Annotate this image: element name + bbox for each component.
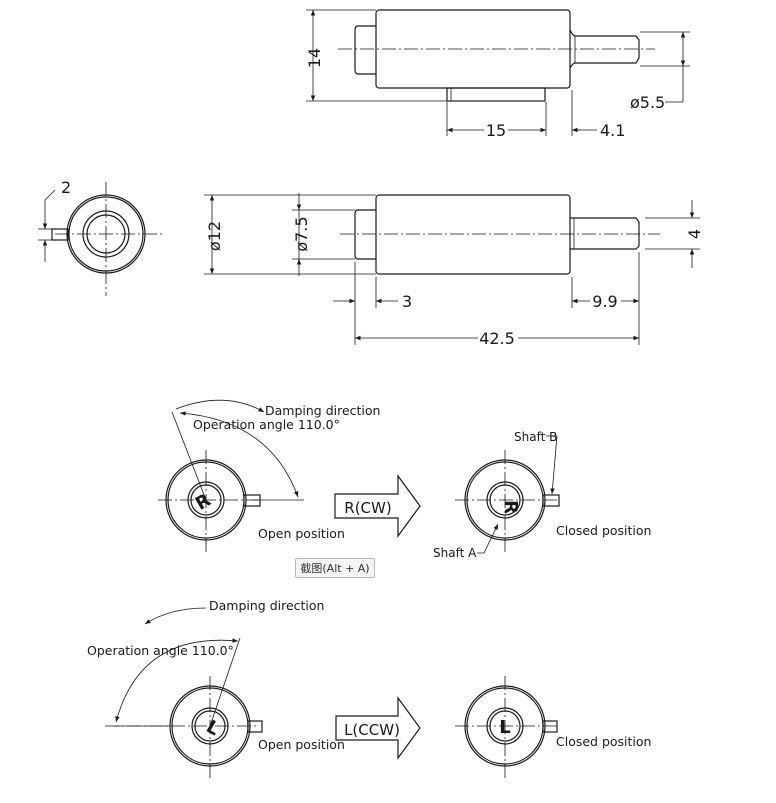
screenshot-tooltip[interactable]: 截图(Alt + A) (295, 558, 375, 578)
shaft-a-label: Shaft A (433, 546, 477, 560)
middle-side-view: ø12 ø7.5 4 3 9.9 42.5 (204, 193, 704, 348)
shaft-b-label: Shaft B (514, 430, 557, 444)
dim-15-label: 15 (486, 121, 506, 140)
dim-12-label: ø12 (205, 221, 224, 251)
lccw-angle-label: Operation angle 110.0° (87, 643, 234, 658)
rcw-open-position-label: Open position (258, 526, 345, 541)
lccw-closed-letter: L (499, 717, 510, 738)
dim-42-5-label: 42.5 (479, 329, 515, 348)
lccw-open-position-label: Open position (258, 737, 345, 752)
dim-7-5-label: ø7.5 (292, 216, 311, 251)
end-view: 2 (38, 178, 162, 296)
dim-5-5-label: ø5.5 (630, 93, 665, 112)
lccw-open-view: L Damping direction Operation angle 110.… (87, 598, 345, 778)
dim-4-1-label: 4.1 (600, 121, 625, 140)
rcw-open-view: R Damping direction Operation angle 110.… (158, 399, 380, 552)
rcw-arrow-label: R(CW) (344, 499, 391, 517)
top-side-view: 14 ø5.5 15 4.1 (305, 9, 690, 140)
rcw-closed-position-label: Closed position (556, 523, 651, 538)
lccw-damping-label: Damping direction (209, 598, 324, 613)
rcw-closed-view: R Shaft B Shaft A Closed position (433, 430, 651, 560)
rcw-arrow: R(CW) (334, 474, 421, 538)
lccw-arrow: L(CCW) (335, 696, 421, 760)
rcw-closed-letter: R (500, 500, 521, 514)
lccw-closed-view: L Closed position (455, 676, 651, 778)
dim-4-label: 4 (685, 229, 704, 239)
rcw-damping-label: Damping direction (265, 403, 380, 418)
lccw-arrow-label: L(CCW) (344, 721, 400, 739)
lccw-closed-position-label: Closed position (556, 734, 651, 749)
dim-14-label: 14 (305, 48, 324, 68)
dim-3-label: 3 (402, 292, 412, 311)
dim-9-9-label: 9.9 (592, 292, 617, 311)
rcw-angle-label: Operation angle 110.0° (193, 417, 340, 432)
dim-2-label: 2 (61, 178, 71, 197)
